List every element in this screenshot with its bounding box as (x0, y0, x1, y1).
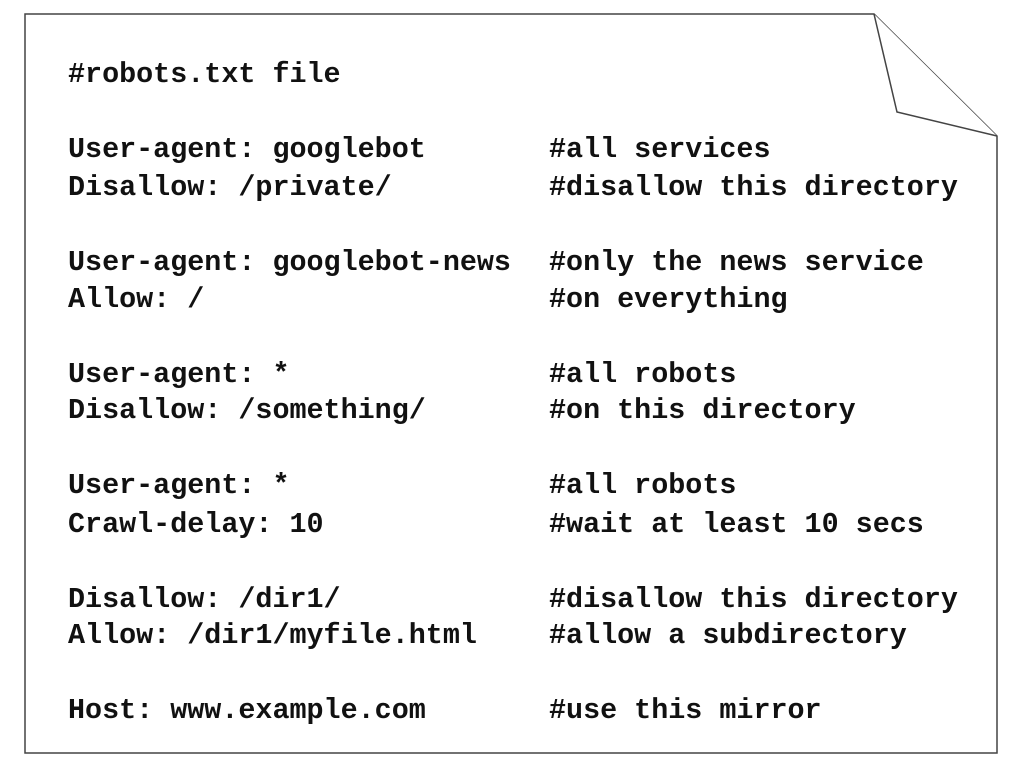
directive-line: Crawl-delay: 10 (68, 508, 324, 541)
directive-line: Disallow: /something/ (68, 394, 426, 427)
comment-line: #allow a subdirectory (549, 619, 907, 652)
directive-line: User-agent: googlebot-news (68, 246, 511, 279)
directive-line: Allow: / (68, 283, 205, 316)
directive-line: Host: www.example.com (68, 694, 426, 727)
comment-line: #on this directory (549, 394, 856, 427)
page-fold-flap (873, 13, 998, 137)
directive-line: Disallow: /dir1/ (68, 583, 341, 616)
directive-line: User-agent: * (68, 469, 290, 502)
directive-line: User-agent: * (68, 358, 290, 391)
header-comment: #robots.txt file (68, 58, 341, 91)
comment-line: #on everything (549, 283, 788, 316)
comment-line: #disallow this directory (549, 171, 958, 204)
comment-line: #wait at least 10 secs (549, 508, 924, 541)
comment-line: #all robots (549, 358, 737, 391)
comment-line: #all services (549, 133, 771, 166)
directive-line: User-agent: googlebot (68, 133, 426, 166)
directive-line: Allow: /dir1/myfile.html (68, 619, 477, 652)
directive-line: Disallow: /private/ (68, 171, 392, 204)
page-border (24, 13, 998, 754)
comment-line: #disallow this directory (549, 583, 958, 616)
comment-line: #all robots (549, 469, 737, 502)
comment-line: #only the news service (549, 246, 924, 279)
comment-line: #use this mirror (549, 694, 822, 727)
